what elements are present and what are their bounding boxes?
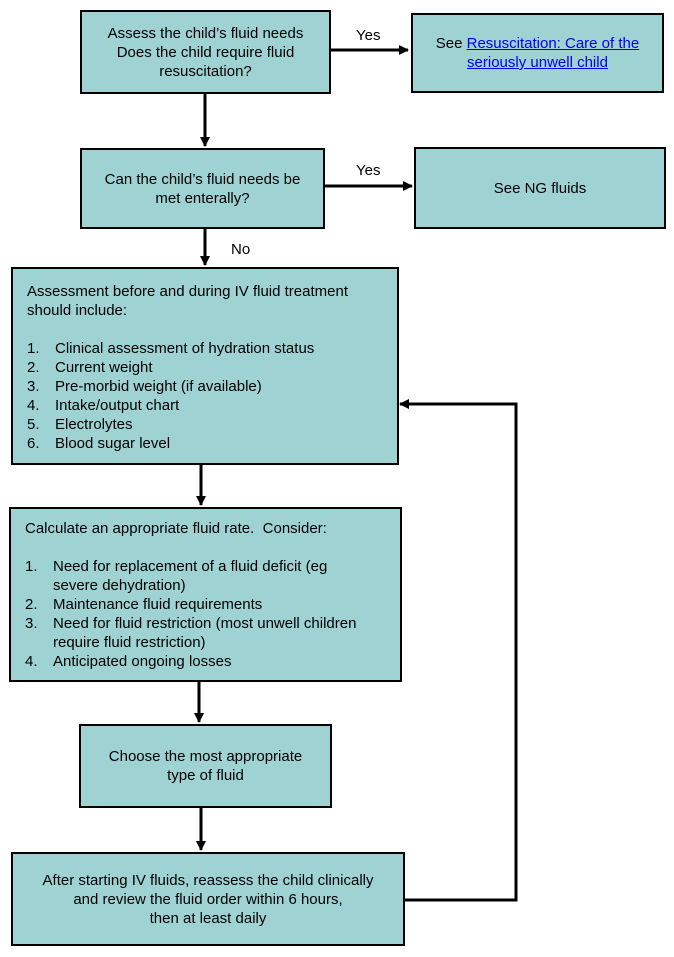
fluid-rate-item: 2.Maintenance fluid requirements (25, 596, 263, 613)
fluid-type-box: Choose the most appropriate type of flui… (79, 724, 332, 808)
iv-assessment-intro-2: should include: (27, 302, 128, 319)
iv-assessment-intro-1: Assessment before and during IV fluid tr… (27, 283, 349, 300)
assess-line-3: resuscitation? (159, 62, 252, 80)
iv-assessment-item: 6.Blood sugar level (27, 435, 171, 452)
reassess-line-1: After starting IV fluids, reassess the c… (42, 871, 374, 889)
assess-line-1: Assess the child’s fluid needs (107, 24, 304, 42)
fluid-type-line-2: type of fluid (167, 767, 244, 784)
enteral-line-1: Can the child’s fluid needs be (104, 170, 301, 188)
fluid-rate-item: 4.Anticipated ongoing losses (25, 653, 232, 670)
reassess-box: After starting IV fluids, reassess the c… (11, 852, 405, 946)
resuscitation-box: See Resuscitation: Care of the seriously… (411, 13, 664, 93)
fluid-rate-item: 1.Need for replacement of a fluid defici… (25, 558, 328, 594)
iv-assessment-item: 4.Intake/output chart (27, 397, 180, 414)
enteral-line-2: met enterally? (155, 189, 250, 207)
fluid-type-line-1: Choose the most appropriate (108, 748, 303, 765)
ng-fluids-box: See NG fluids (414, 147, 666, 229)
iv-assessment-item: 2.Current weight (27, 359, 153, 376)
ng-fluids-text: See NG fluids (493, 179, 587, 197)
fluid-rate-box: Calculate an appropriate fluid rate. Con… (9, 507, 402, 682)
resus-see-prefix: See (435, 35, 467, 52)
iv-assessment-item: 3.Pre-morbid weight (if available) (27, 378, 262, 395)
iv-assessment-list: 1.Clinical assessment of hydration statu… (27, 339, 397, 453)
enteral-needs-box: Can the child’s fluid needs be met enter… (80, 148, 325, 229)
assess-line-2: Does the child require fluid (116, 43, 295, 61)
edge-label-no-enteral: No (231, 241, 251, 258)
resuscitation-link[interactable]: Resuscitation: Care of the (466, 35, 640, 52)
assess-fluid-needs-box: Assess the child’s fluid needs Does the … (80, 10, 331, 94)
reassess-line-3: then at least daily (149, 909, 267, 927)
iv-assessment-box: Assessment before and during IV fluid tr… (11, 267, 399, 465)
fluid-rate-list: 1.Need for replacement of a fluid defici… (25, 557, 400, 671)
resuscitation-link-line-2[interactable]: seriously unwell child (467, 54, 608, 71)
iv-assessment-item: 1.Clinical assessment of hydration statu… (27, 340, 315, 357)
edge-label-yes-resuscitation: Yes (356, 27, 381, 44)
edge-label-yes-enteral: Yes (356, 162, 381, 179)
fluid-rate-item: 3.Need for fluid restriction (most unwel… (25, 615, 357, 651)
arrow-reassess-loop-back (399, 399, 518, 902)
iv-assessment-item: 5.Electrolytes (27, 416, 133, 433)
fluid-rate-intro: Calculate an appropriate fluid rate. Con… (25, 520, 327, 537)
reassess-line-2: and review the fluid order within 6 hour… (73, 890, 343, 908)
